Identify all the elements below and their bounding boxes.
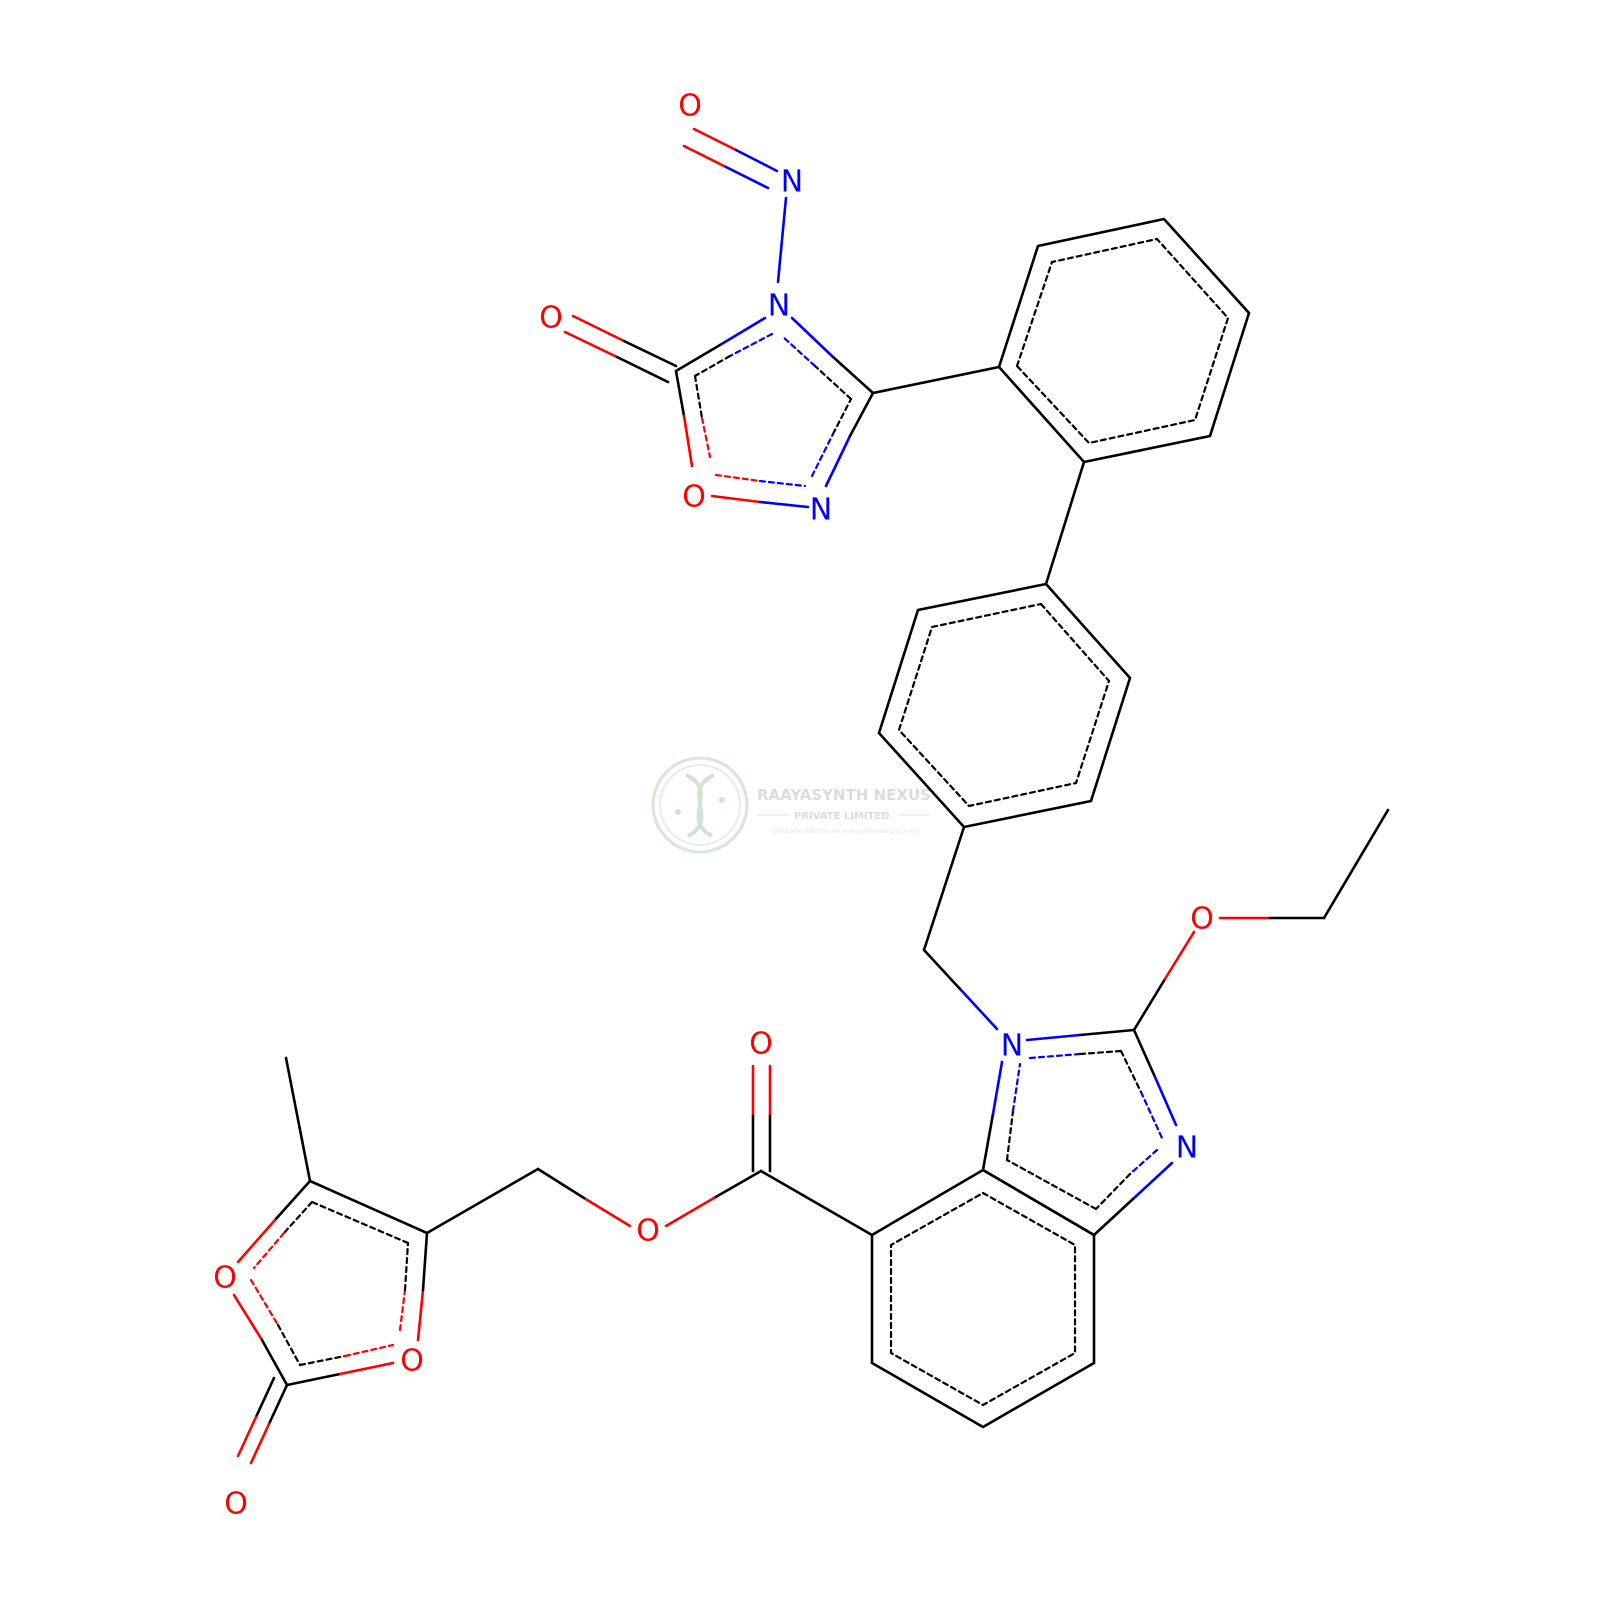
atom-o-dioxolone-ring-a: O xyxy=(213,1261,237,1296)
upper-phenyl-ring-bonds xyxy=(997,217,1251,464)
bond-c2-o-ethoxy xyxy=(1132,977,1167,1032)
atom-n3-benzimidazole: N xyxy=(1176,1131,1198,1166)
bond-ch2-ch3 xyxy=(1322,808,1390,920)
bond-ester-c-o-red xyxy=(664,1196,716,1228)
atom-o-dioxolone-ring-b: O xyxy=(400,1344,424,1379)
bond-ch2-n1-blue xyxy=(959,988,999,1031)
bond-methyl xyxy=(284,1056,312,1183)
watermark-dot xyxy=(719,797,725,803)
watermark-subtitle: PRIVATE LIMITED xyxy=(794,811,890,822)
atom-n4-oxadiazole: N xyxy=(768,289,790,324)
atom-o-nitroso: O xyxy=(678,89,702,124)
bond-dioxolone-carbonyl-double xyxy=(236,1376,289,1465)
bond-nitroso-double xyxy=(682,127,779,190)
watermark-logo: RAAYASYNTH NEXUS PRIVATE LIMITED Complet… xyxy=(651,756,931,854)
bond-ring-ester-c xyxy=(759,1169,874,1237)
bond-ring-ch2 xyxy=(922,825,966,952)
atom-o-ethoxy: O xyxy=(1190,902,1214,937)
bond-ester-carbonyl-double xyxy=(751,1064,772,1173)
bond-c2-o-ethoxy-red xyxy=(1163,930,1196,981)
watermark-tagline: Complete solutions for every molecule's … xyxy=(773,828,919,835)
bond-biphenyl xyxy=(1044,460,1086,586)
dioxolone-ring-bonds xyxy=(232,1179,429,1387)
atom-n2-oxadiazole: N xyxy=(810,493,832,528)
watermark-ring xyxy=(651,756,749,854)
atom-n-nitroso: N xyxy=(781,165,803,200)
atom-o-dioxolone-carbonyl: O xyxy=(224,1487,248,1522)
bond-oxadiazole-phenyl xyxy=(871,365,1001,395)
bond-oxadiazolone-carbonyl xyxy=(563,314,678,384)
atom-o-ester: O xyxy=(636,1214,660,1249)
bond-o-ch2-ester-red xyxy=(582,1196,632,1228)
bond-ester-c-o xyxy=(712,1169,763,1200)
atom-o-oxadiazole-carbonyl: O xyxy=(539,301,563,336)
watermark-inner-ring xyxy=(659,764,741,846)
atom-o-ester-carbonyl: O xyxy=(749,1027,773,1062)
bond-o-ch2-ester xyxy=(536,1167,586,1200)
atom-o1-oxadiazole: O xyxy=(682,480,706,515)
watermark-dot xyxy=(675,809,681,815)
oxadiazolone-ring-bonds xyxy=(674,316,875,509)
benzo-ring-bonds xyxy=(870,1168,1096,1429)
dna-helix-icon xyxy=(685,773,715,838)
atom-n1-benzimidazole: N xyxy=(1001,1029,1023,1064)
bond-ch2-n1 xyxy=(922,948,963,992)
bond-n-n xyxy=(776,196,788,284)
bonds xyxy=(232,127,1390,1465)
bond-ch2-dioxolone xyxy=(425,1167,540,1235)
atom-labels: O N N O O N O N N O O O O O xyxy=(213,89,1214,1522)
watermark-company: RAAYASYNTH NEXUS xyxy=(757,786,931,804)
